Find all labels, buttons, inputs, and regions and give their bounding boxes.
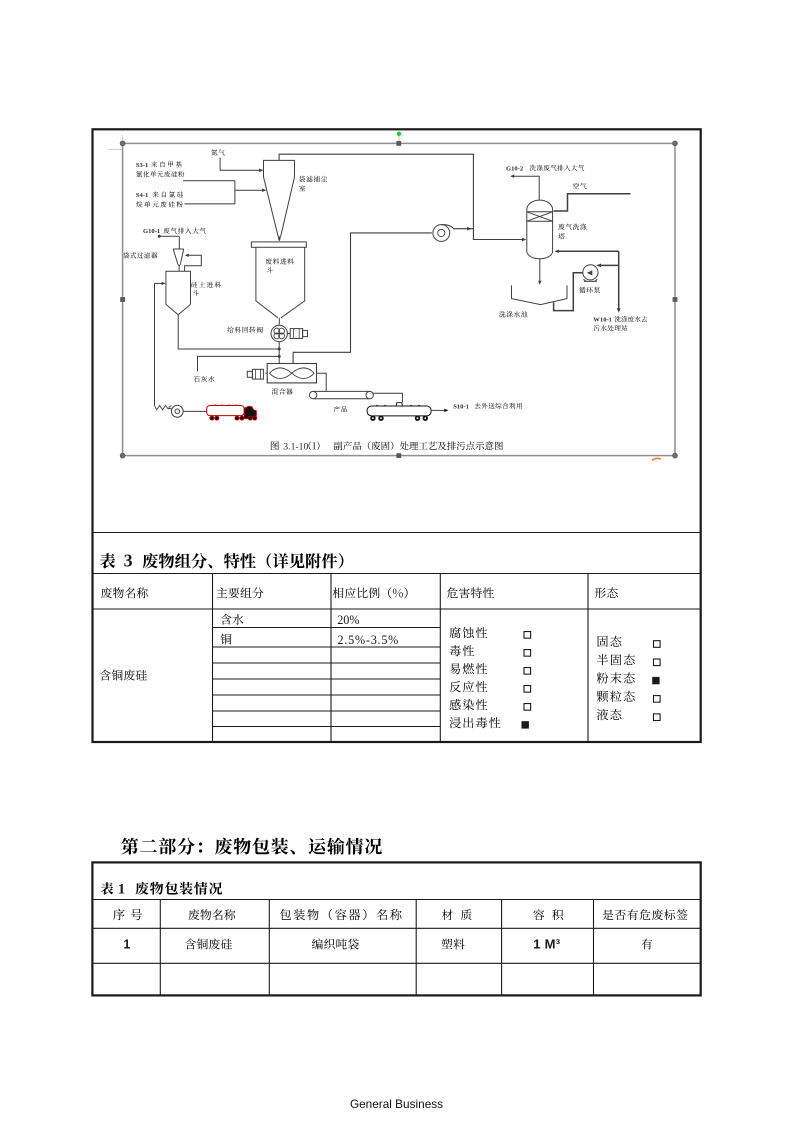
- svg-text:1: 1: [123, 938, 130, 952]
- svg-text:S3-1: S3-1: [136, 162, 148, 169]
- svg-text:General Business: General Business: [350, 1097, 443, 1111]
- svg-text:G10-1: G10-1: [143, 228, 160, 235]
- svg-text:2.5%-3.5%: 2.5%-3.5%: [338, 633, 400, 647]
- svg-text:W10-1: W10-1: [593, 317, 612, 324]
- svg-text:S10-1: S10-1: [453, 404, 469, 411]
- svg-text:G10-2: G10-2: [506, 165, 524, 172]
- svg-text:3.1-10: 3.1-10: [283, 441, 308, 452]
- svg-text:S4-1: S4-1: [136, 192, 148, 199]
- svg-text:3: 3: [124, 550, 133, 570]
- svg-text:20%: 20%: [337, 613, 359, 627]
- svg-text:1: 1: [118, 881, 126, 897]
- svg-text:1 M³: 1 M³: [533, 937, 561, 952]
